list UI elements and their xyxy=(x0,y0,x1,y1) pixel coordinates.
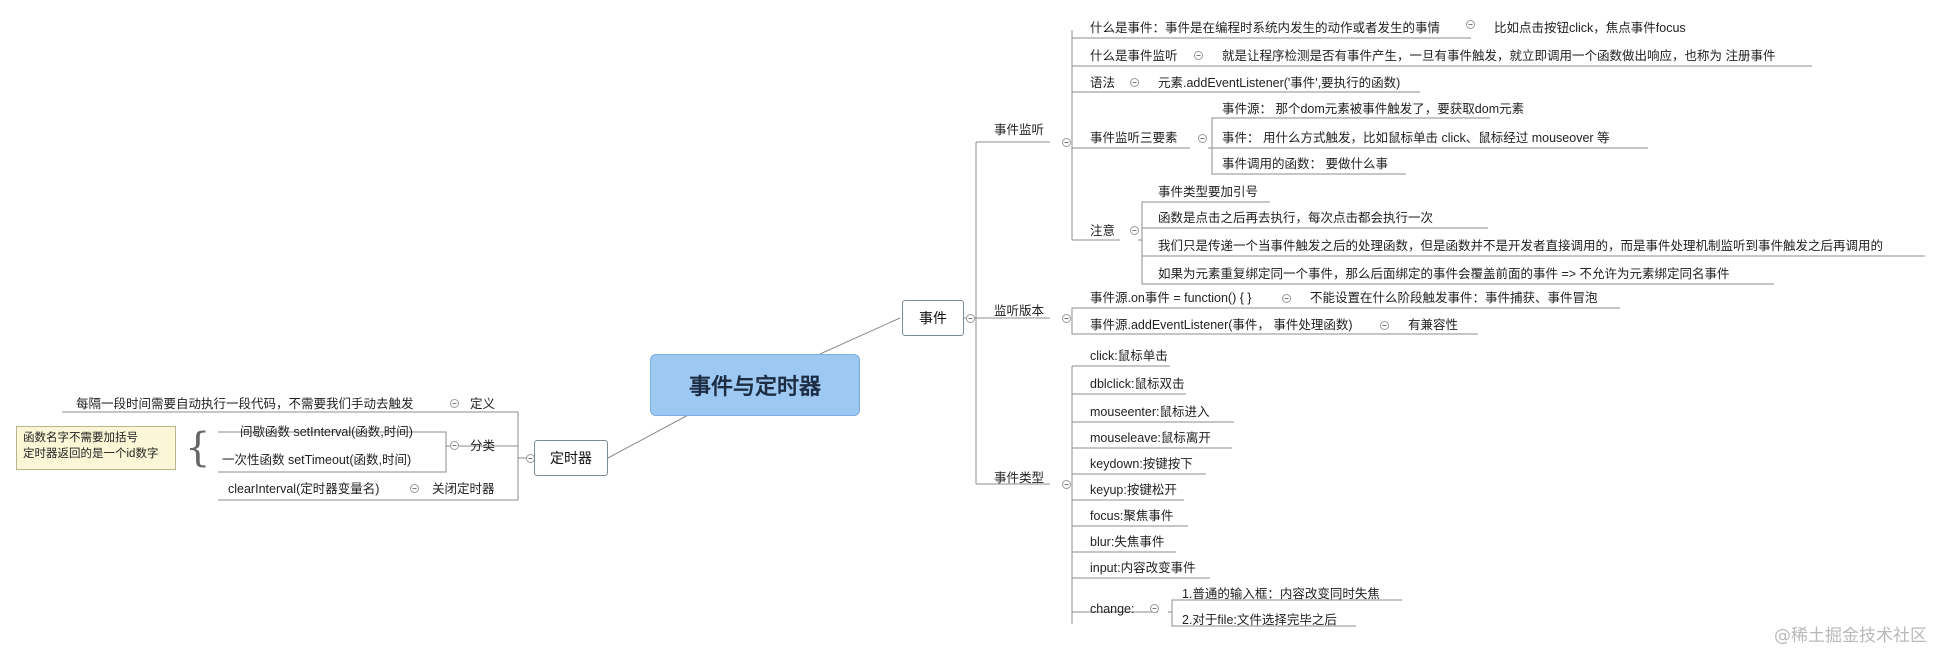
node-listener-version[interactable]: 监听版本 xyxy=(994,304,1045,318)
node-change-item[interactable]: 2.对于file:文件选择完毕之后 xyxy=(1182,613,1337,627)
node-note-item[interactable]: 如果为元素重复绑定同一个事件，那么后面绑定的事件会覆盖前面的事件 => 不允许为… xyxy=(1158,267,1730,281)
collapse-icon[interactable] xyxy=(1062,138,1071,147)
timer-note-line: 定时器返回的是一个id数字 xyxy=(23,448,159,460)
node-note-item[interactable]: 函数是点击之后再去执行，每次点击都会执行一次 xyxy=(1158,211,1434,225)
node-version-item-desc[interactable]: 有兼容性 xyxy=(1408,318,1459,332)
timer-note[interactable]: 函数名字不需要加括号 定时器返回的是一个id数字 xyxy=(16,426,176,470)
node-notes[interactable]: 注意 xyxy=(1090,224,1116,238)
node-type-item[interactable]: keydown:按键按下 xyxy=(1090,457,1193,471)
brace-icon: { xyxy=(185,425,211,471)
collapse-icon[interactable] xyxy=(1194,51,1203,60)
watermark: @稀土掘金技术社区 xyxy=(1774,626,1927,646)
node-timer-close[interactable]: 关闭定时器 xyxy=(432,482,495,496)
node-type-item[interactable]: mouseenter:鼠标进入 xyxy=(1090,405,1210,419)
node-timer-define[interactable]: 定义 xyxy=(470,397,496,411)
node-version-item-desc[interactable]: 不能设置在什么阶段触发事件：事件捕获、事件冒泡 xyxy=(1310,291,1598,305)
collapse-icon[interactable] xyxy=(410,484,419,493)
node-timer-define-desc[interactable]: 每隔一段时间需要自动执行一段代码，不需要我们手动去触发 xyxy=(76,397,414,411)
node-note-item[interactable]: 事件类型要加引号 xyxy=(1158,185,1259,199)
collapse-icon[interactable] xyxy=(966,314,975,323)
node-timer[interactable]: 定时器 xyxy=(534,440,608,476)
node-type-item[interactable]: click:鼠标单击 xyxy=(1090,349,1168,363)
collapse-icon[interactable] xyxy=(1466,20,1475,29)
node-change-item[interactable]: 1.普通的输入框：内容改变同时失焦 xyxy=(1182,587,1380,601)
collapse-icon[interactable] xyxy=(450,441,459,450)
node-type-item[interactable]: mouseleave:鼠标离开 xyxy=(1090,431,1211,445)
node-version-item[interactable]: 事件源.on事件 = function() { } xyxy=(1090,291,1252,305)
node-note-item[interactable]: 我们只是传递一个当事件触发之后的处理函数，但是函数并不是开发者直接调用的，而是事… xyxy=(1158,239,1884,253)
node-event-types[interactable]: 事件类型 xyxy=(994,471,1045,485)
node-type-item[interactable]: keyup:按键松开 xyxy=(1090,483,1177,497)
collapse-icon[interactable] xyxy=(1282,294,1291,303)
node-event-listener[interactable]: 事件监听 xyxy=(994,123,1045,137)
node-classify-item[interactable]: 间歇函数 setInterval(函数,时间) xyxy=(240,425,413,439)
node-syntax[interactable]: 语法 xyxy=(1090,76,1116,90)
node-three-elements[interactable]: 事件监听三要素 xyxy=(1090,131,1178,145)
collapse-icon[interactable] xyxy=(1062,314,1071,323)
node-timer-close-desc[interactable]: clearInterval(定时器变量名) xyxy=(228,482,380,496)
node-event[interactable]: 事件 xyxy=(902,300,964,336)
node-type-item[interactable]: blur:失焦事件 xyxy=(1090,535,1165,549)
collapse-icon[interactable] xyxy=(1130,226,1139,235)
node-type-item[interactable]: focus:聚焦事件 xyxy=(1090,509,1174,523)
timer-note-line: 函数名字不需要加括号 xyxy=(23,432,138,444)
node-syntax-desc[interactable]: 元素.addEventListener('事件',要执行的函数) xyxy=(1158,76,1401,90)
node-three-item[interactable]: 事件： 用什么方式触发，比如鼠标单击 click、鼠标经过 mouseover … xyxy=(1222,131,1610,145)
node-what-is-event[interactable]: 什么是事件：事件是在编程时系统内发生的动作或者发生的事情 xyxy=(1090,21,1441,35)
node-what-is-listener-desc[interactable]: 就是让程序检测是否有事件产生，一旦有事件触发，就立即调用一个函数做出响应，也称为… xyxy=(1222,49,1776,63)
node-type-item[interactable]: dblclick:鼠标双击 xyxy=(1090,377,1185,391)
node-version-item[interactable]: 事件源.addEventListener(事件， 事件处理函数) xyxy=(1090,318,1353,332)
node-classify-item[interactable]: 一次性函数 setTimeout(函数,时间) xyxy=(222,453,412,467)
node-type-change[interactable]: change: xyxy=(1090,602,1135,616)
collapse-icon[interactable] xyxy=(1198,134,1207,143)
node-type-item[interactable]: input:内容改变事件 xyxy=(1090,561,1196,575)
collapse-icon[interactable] xyxy=(1380,321,1389,330)
node-three-item[interactable]: 事件源： 那个dom元素被事件触发了，要获取dom元素 xyxy=(1222,102,1525,116)
node-three-item[interactable]: 事件调用的函数： 要做什么事 xyxy=(1222,157,1388,171)
collapse-icon[interactable] xyxy=(1130,78,1139,87)
collapse-icon[interactable] xyxy=(1062,480,1071,489)
node-what-is-event-example[interactable]: 比如点击按钮click，焦点事件focus xyxy=(1494,21,1686,35)
root-node[interactable]: 事件与定时器 xyxy=(650,354,860,416)
collapse-icon[interactable] xyxy=(450,399,459,408)
node-timer-classify[interactable]: 分类 xyxy=(470,439,496,453)
collapse-icon[interactable] xyxy=(1150,604,1159,613)
node-what-is-listener[interactable]: 什么是事件监听 xyxy=(1090,49,1178,63)
